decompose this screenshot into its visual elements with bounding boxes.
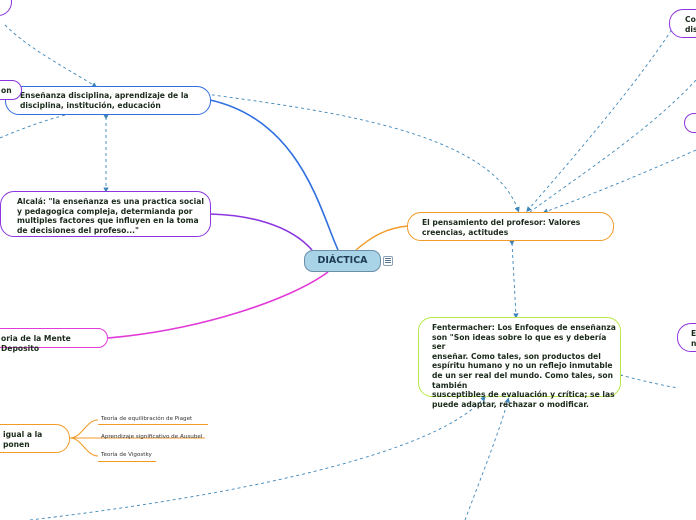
partial-node-co[interactable]: Co dis: [669, 9, 696, 38]
partial-node-e[interactable]: E n: [677, 323, 696, 352]
branch-mente: [107, 271, 329, 339]
partial-node-co-label: Co dis: [685, 15, 696, 34]
topic-mente-deposito[interactable]: oria de la Mente Deposito: [0, 328, 108, 353]
topic-pensamiento-label: El pensamiento del profesor: Valores cre…: [422, 218, 581, 237]
partial-node-on-label: on: [1, 86, 12, 95]
partial-node-on[interactable]: on: [0, 80, 22, 100]
branch-alcala: [209, 213, 313, 251]
branch-pensamiento: [355, 225, 409, 251]
topic-alcala[interactable]: Alcalá: "la enseñanza es una practica so…: [0, 191, 211, 237]
leaf-vigostky[interactable]: Teoría de Vigostky: [101, 452, 152, 458]
central-topic[interactable]: DIÁCTICA: [304, 250, 381, 272]
partial-node-igual[interactable]: igual a la ponen: [0, 424, 70, 453]
topic-fentermacher-label: Fentermacher: Los Enfoques de enseñanza …: [432, 323, 616, 409]
leaf-vigostky-underline: [98, 461, 156, 462]
topic-ensenanza[interactable]: Enseñanza disciplina, aprendizaje de la …: [5, 86, 211, 115]
partial-node-e-label: E n: [691, 329, 696, 348]
leaf-ausubel[interactable]: Aprendizaje significativo de Ausubel: [101, 434, 203, 440]
leaf-piaget[interactable]: Teoría de equilibración de Piaget: [101, 416, 193, 422]
topic-fentermacher[interactable]: Fentermacher: Los Enfoques de enseñanza …: [418, 317, 621, 409]
branch-ensenanza: [209, 99, 339, 251]
partial-node-right-mid[interactable]: [684, 113, 696, 133]
partial-node-igual-label: igual a la ponen: [3, 430, 43, 449]
topic-ensenanza-label: Enseñanza disciplina, aprendizaje de la …: [20, 91, 189, 110]
topic-alcala-label: Alcalá: "la enseñanza es una practica so…: [17, 197, 204, 235]
menu-icon[interactable]: [383, 256, 393, 266]
topic-mente-deposito-label: oria de la Mente Deposito: [1, 334, 71, 353]
central-topic-label: DIÁCTICA: [317, 255, 368, 266]
topic-pensamiento-profesor[interactable]: El pensamiento del profesor: Valores cre…: [407, 212, 614, 241]
branch-leaves: [69, 419, 205, 457]
leaf-piaget-underline: [98, 424, 208, 425]
